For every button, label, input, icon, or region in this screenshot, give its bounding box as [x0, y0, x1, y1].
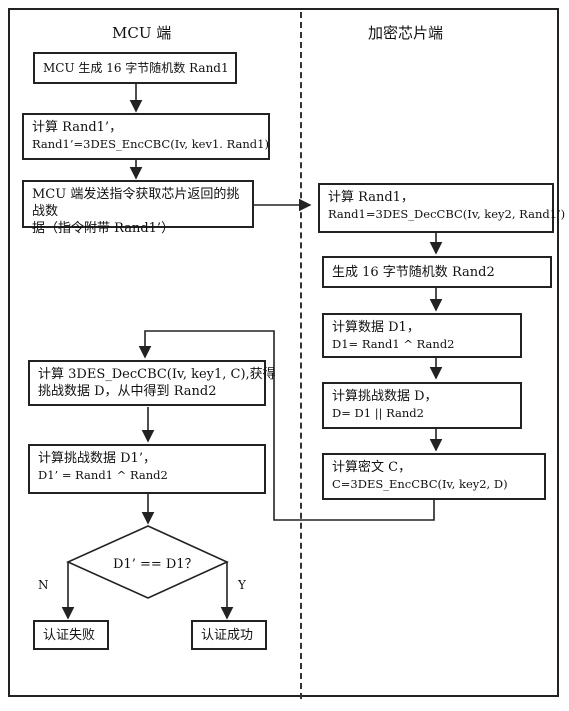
- chip-step-calc-rand1: 计算 Rand1， Rand1=3DES_DecCBC(Iv, key2, Ra…: [318, 183, 566, 233]
- step-calc-rand1-prime-line1: 计算 Rand1’，: [32, 120, 123, 135]
- chip-step-calc-d-line2: D= D1 || Rand2: [332, 406, 424, 420]
- chip-step-calc-c-line2: C=3DES_EncCBC(Iv, key2, D): [332, 477, 508, 491]
- step-decrypt-challenge: 计算 3DES_DecCBC(Iv, key1, C),获得 挑战数据 D，从中…: [28, 360, 276, 406]
- chip-step-calc-d1-line2: D1= Rand1 ^ Rand2: [332, 337, 455, 351]
- mcu-column-title: MCU 端: [112, 24, 172, 42]
- chip-step-calc-d-line1: 计算挑战数据 D，: [332, 389, 438, 404]
- step-calc-d1-prime-line2: D1’ = Rand1 ^ Rand2: [38, 468, 168, 482]
- chip-step-generate-rand2: 生成 16 字节随机数 Rand2: [322, 256, 552, 288]
- decision-diamond: [66, 525, 229, 599]
- arrow-c-to-mcu: [138, 330, 435, 521]
- no-branch-label: N: [38, 578, 49, 592]
- diagram-frame: [8, 8, 559, 699]
- step-calc-d1-prime-line1: 计算挑战数据 D1’，: [38, 451, 156, 466]
- column-divider: [300, 12, 302, 699]
- result-success: 认证成功: [191, 620, 267, 650]
- step-generate-rand1: MCU 生成 16 字节随机数 Rand1: [33, 52, 237, 84]
- result-success-text: 认证成功: [201, 628, 254, 643]
- step-generate-rand1-text: MCU 生成 16 字节随机数 Rand1: [43, 61, 229, 75]
- step-calc-rand1-prime: 计算 Rand1’， Rand1’=3DES_EncCBC(Iv, kev1. …: [22, 113, 270, 160]
- chip-step-calc-c: 计算密文 C， C=3DES_EncCBC(Iv, key2, D): [322, 453, 546, 500]
- chip-step-calc-d: 计算挑战数据 D， D= D1 || Rand2: [322, 382, 522, 429]
- chip-step-calc-d1-line1: 计算数据 D1，: [332, 320, 420, 335]
- step-send-command: MCU 端发送指令获取芯片返回的挑战数 据（指令附带 Rand1’）: [22, 180, 254, 236]
- chip-step-calc-rand1-line2: Rand1=3DES_DecCBC(Iv, key2, Rand1’): [328, 207, 566, 221]
- chip-step-calc-d1: 计算数据 D1， D1= Rand1 ^ Rand2: [322, 313, 522, 358]
- result-fail: 认证失败: [33, 620, 109, 650]
- step-send-command-line1: MCU 端发送指令获取芯片返回的挑战数: [32, 187, 240, 219]
- chip-step-calc-rand1-line1: 计算 Rand1，: [328, 190, 414, 205]
- chip-step-calc-c-line1: 计算密文 C，: [332, 460, 412, 475]
- yes-branch-label: Y: [238, 578, 246, 592]
- step-decrypt-challenge-line1: 计算 3DES_DecCBC(Iv, key1, C),获得: [38, 367, 276, 382]
- result-fail-text: 认证失败: [43, 628, 96, 643]
- decision-label: D1’ == D1？: [113, 557, 198, 572]
- step-calc-d1-prime: 计算挑战数据 D1’， D1’ = Rand1 ^ Rand2: [28, 444, 266, 494]
- step-decrypt-challenge-line2: 挑战数据 D，从中得到 Rand2: [38, 384, 217, 399]
- step-send-command-line2: 据（指令附带 Rand1’）: [32, 221, 175, 236]
- step-calc-rand1-prime-line2: Rand1’=3DES_EncCBC(Iv, kev1. Rand1): [32, 137, 269, 151]
- chip-step-generate-rand2-text: 生成 16 字节随机数 Rand2: [332, 265, 495, 280]
- chip-column-title: 加密芯片端: [368, 24, 444, 42]
